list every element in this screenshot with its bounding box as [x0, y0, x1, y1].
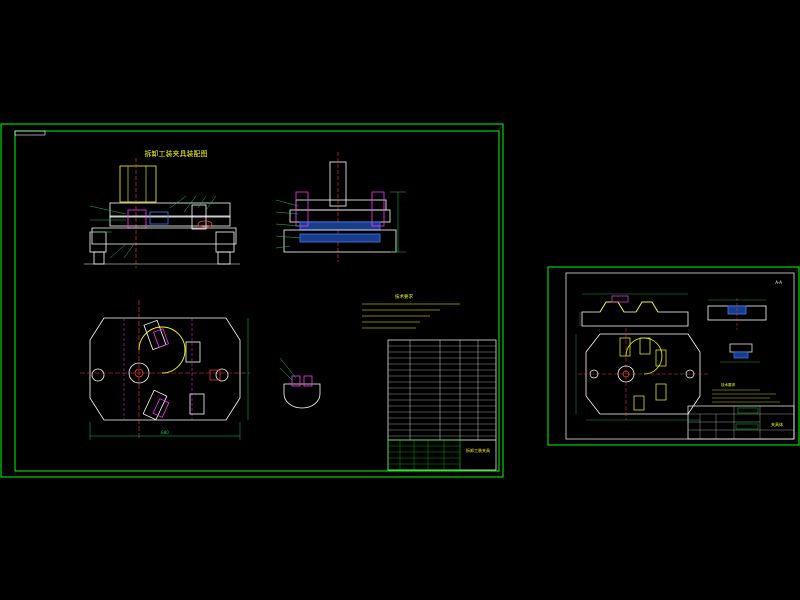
detail-section-view	[579, 293, 689, 327]
detail-bushing	[720, 343, 760, 363]
main-title-block-name: 拆卸工装夹具	[466, 447, 490, 453]
top-view-width-label: 880	[161, 430, 169, 435]
top-view-octagon-plate	[89, 317, 241, 421]
top-view: 880	[80, 300, 250, 440]
front-view-plate	[109, 202, 231, 218]
front-view-upper-block	[119, 165, 157, 203]
detail-sheet-section-label: A-A	[775, 280, 782, 285]
detail-sheet[interactable]: A-A	[547, 266, 800, 446]
detail-view	[279, 357, 321, 409]
side-view-base	[283, 229, 397, 253]
main-sheet-inner-border	[14, 130, 500, 472]
detail-title-block: 夹具体	[687, 405, 795, 440]
side-view	[275, 152, 406, 262]
main-sheet-corner-tag	[14, 130, 46, 136]
detail-side-section	[707, 298, 767, 330]
main-title-block: 拆卸工装夹具	[387, 339, 497, 471]
detail-plan-view	[575, 328, 708, 421]
main-notes-heading: 技术要求	[395, 293, 413, 300]
detail-sheet-inner-border	[565, 272, 795, 440]
main-notes: 技术要求	[362, 293, 460, 329]
top-view-center-bore	[128, 362, 150, 384]
main-sheet-title: 拆卸工装夹具装配图	[145, 149, 208, 158]
detail-sheet-outer-border	[547, 266, 800, 446]
side-view-hatched-plate	[299, 221, 381, 231]
detail-title-block-name: 夹具体	[771, 421, 783, 427]
main-sheet[interactable]: 拆卸工装夹具装配图	[0, 123, 504, 478]
front-view-base	[91, 227, 237, 245]
detail-view-outline	[283, 383, 321, 409]
front-view	[84, 158, 240, 268]
detail-notes: 技术要求	[712, 382, 780, 403]
main-sheet-outer-border	[0, 123, 504, 478]
detail-notes-heading: 技术要求	[721, 382, 736, 387]
top-view-arc	[138, 326, 186, 374]
